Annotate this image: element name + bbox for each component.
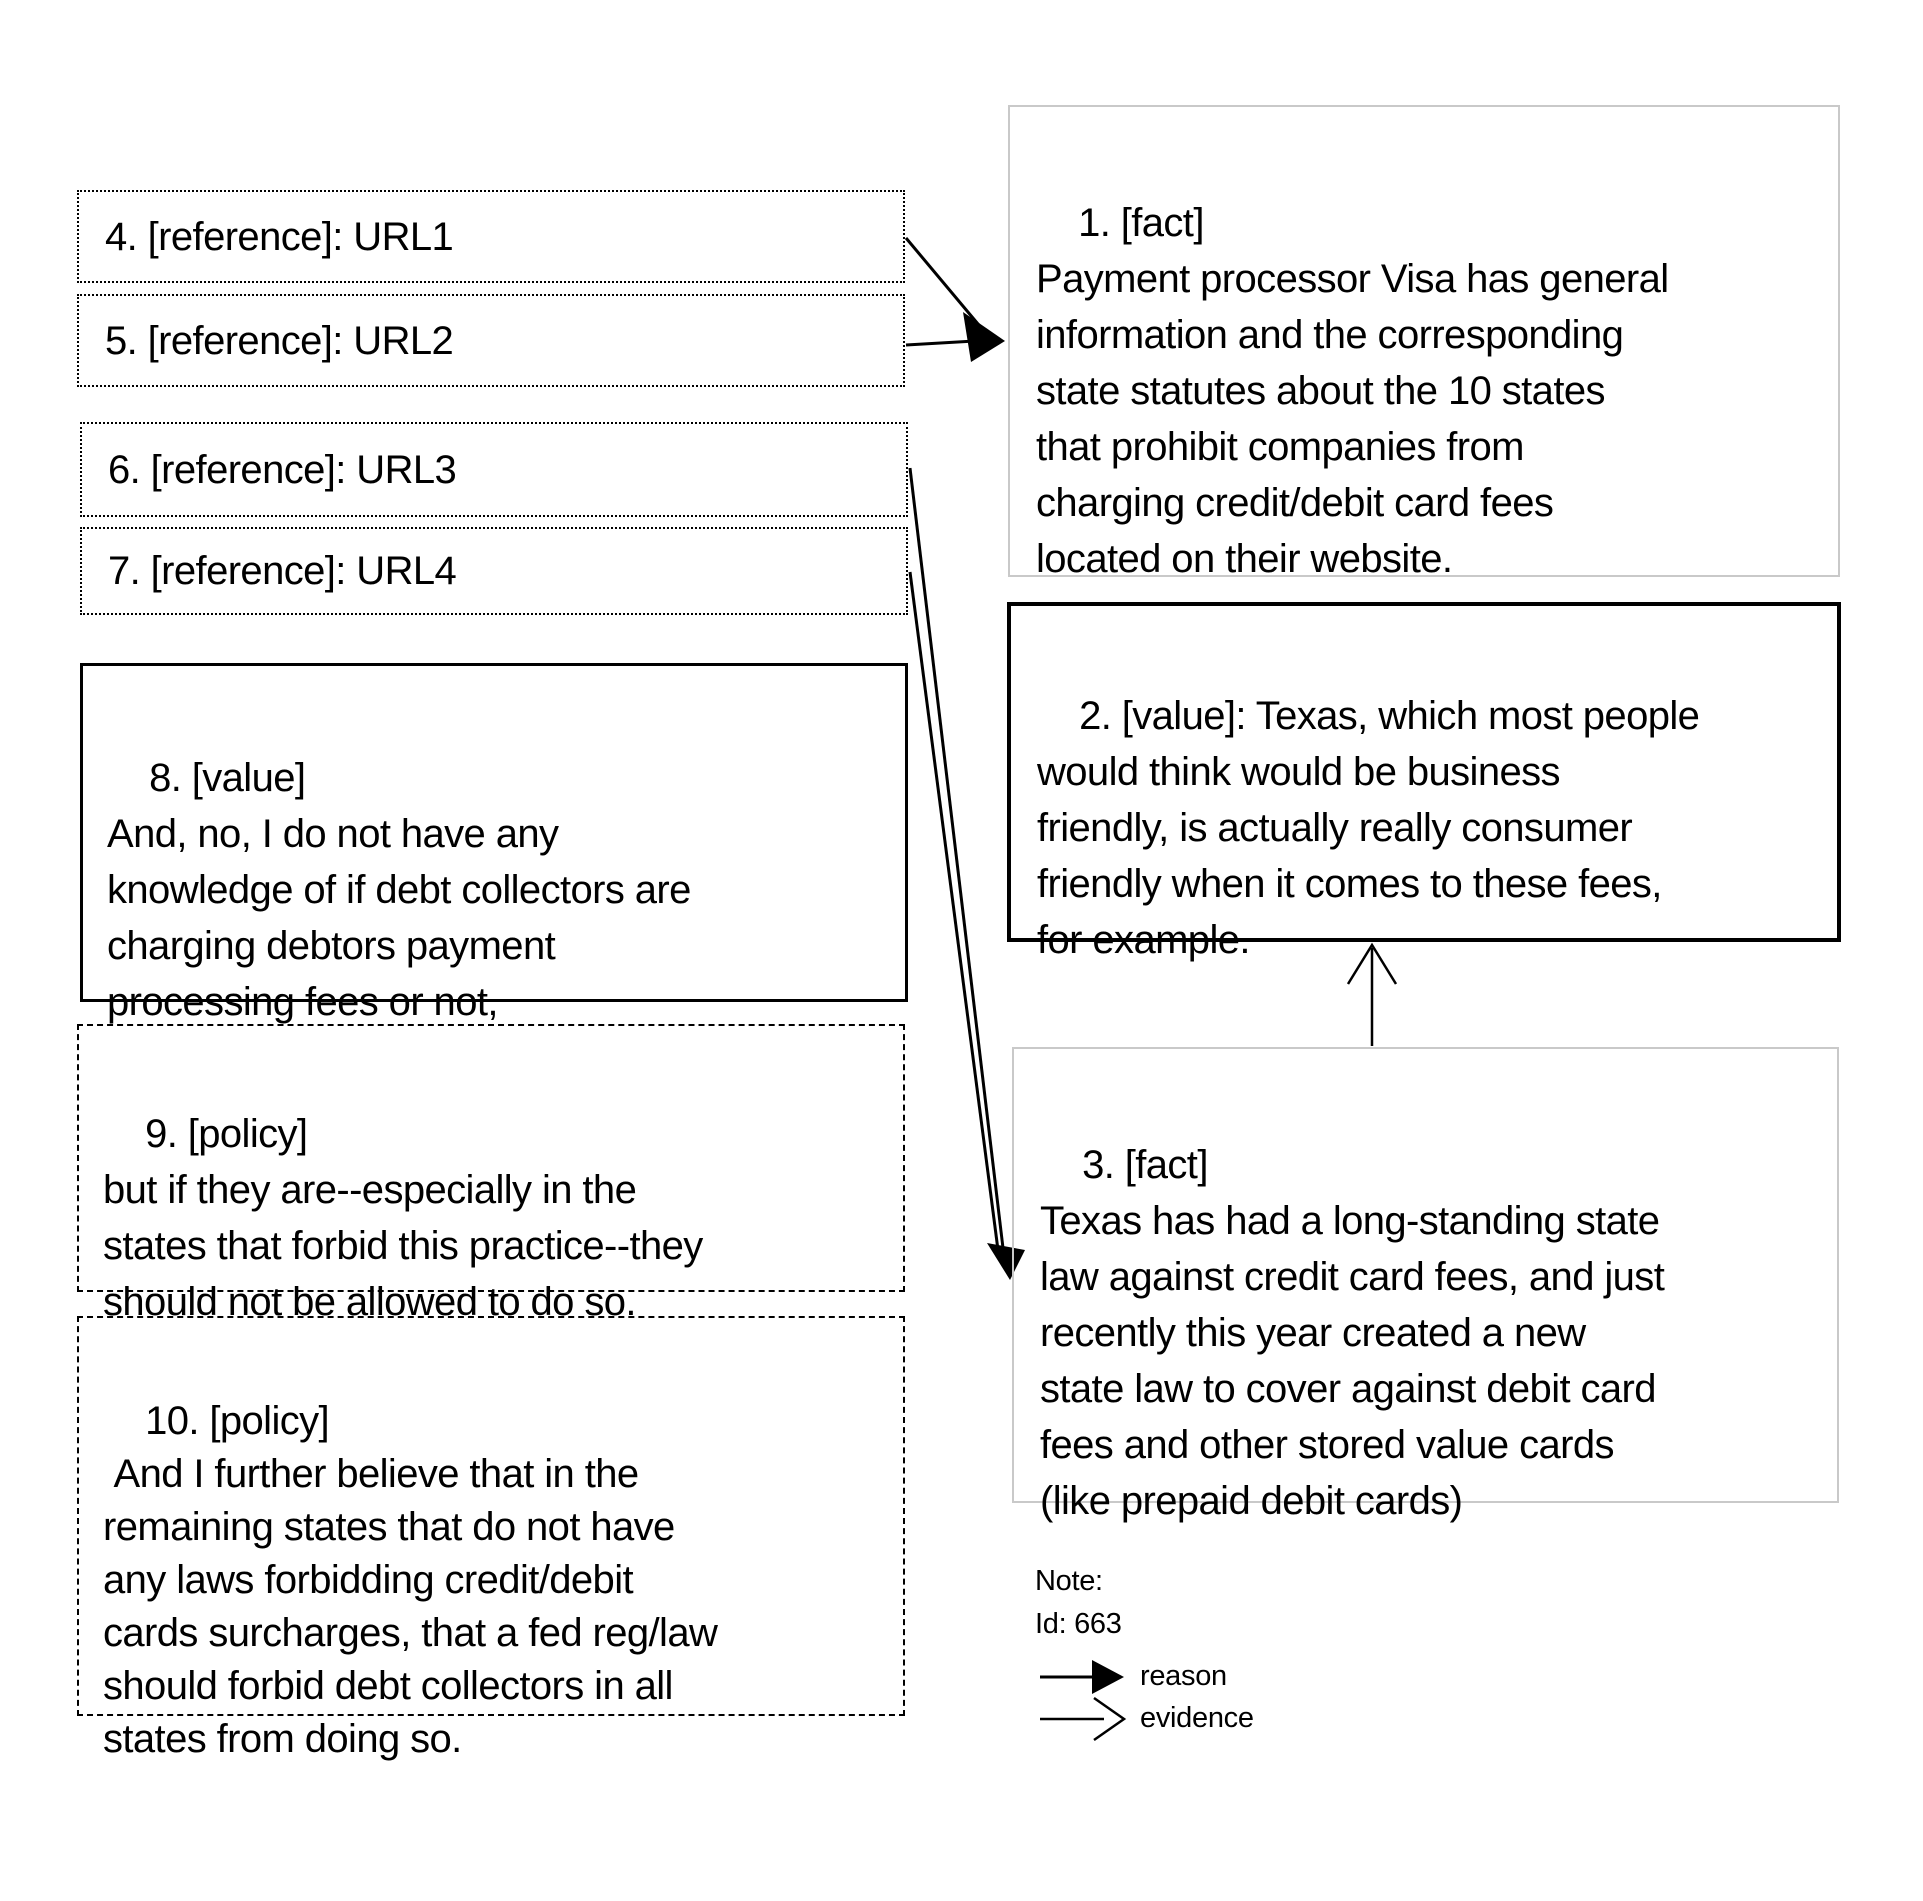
node-9-policy: 9. [policy] but if they are--especially … xyxy=(77,1024,905,1324)
node-4-text: 4. [reference]: URL1 xyxy=(105,214,454,259)
node-9-text: 9. [policy] but if they are--especially … xyxy=(103,1112,703,1324)
reason-line-ref5 xyxy=(905,339,976,347)
node-8-text: 8. [value] And, no, I do not have any kn… xyxy=(107,756,691,1024)
reason-line-ref7 xyxy=(908,571,1000,1251)
reason-line-ref4 xyxy=(904,237,985,331)
legend-reason-label: reason xyxy=(1140,1660,1227,1692)
legend-evidence-label: evidence xyxy=(1140,1702,1254,1734)
node-10-text: 10. [policy] And I further believe that … xyxy=(103,1399,718,1761)
node-3-fact: 3. [fact] Texas has had a long-standing … xyxy=(1012,1047,1839,1523)
reason-arrow-refs4-5-to-fact1 xyxy=(904,237,1005,362)
note-label: Note: xyxy=(1035,1565,1103,1597)
evidence-arrowhead-open xyxy=(1346,942,1398,985)
node-1-fact: 1. [fact] Payment processor Visa has gen… xyxy=(1008,105,1840,581)
node-10-policy: 10. [policy] And I further believe that … xyxy=(77,1316,905,1761)
evidence-arrow-fact3-to-value2 xyxy=(1346,942,1398,1046)
legend-evidence-arrow-icon xyxy=(1040,1696,1127,1742)
node-5-reference: 5. [reference]: URL2 xyxy=(77,294,905,387)
legend-evidence-head xyxy=(1093,1696,1127,1742)
note-id: Id: 663 xyxy=(1035,1608,1122,1640)
reason-arrowhead-into-fact3 xyxy=(987,1243,1025,1280)
legend-reason-head xyxy=(1092,1660,1124,1694)
note-block: Note: Id: 663 xyxy=(1035,1560,1122,1646)
reason-line-ref6 xyxy=(908,467,1005,1249)
node-1-text: 1. [fact] Payment processor Visa has gen… xyxy=(1036,201,1669,581)
node-6-text: 6. [reference]: URL3 xyxy=(108,447,457,492)
node-7-reference: 7. [reference]: URL4 xyxy=(80,527,908,615)
node-4-reference: 4. [reference]: URL1 xyxy=(77,190,905,283)
node-3-text: 3. [fact] Texas has had a long-standing … xyxy=(1040,1143,1665,1523)
node-8-value: 8. [value] And, no, I do not have any kn… xyxy=(80,663,908,1024)
legend-reason-arrow-icon xyxy=(1040,1660,1124,1694)
node-7-text: 7. [reference]: URL4 xyxy=(108,549,457,593)
reason-arrowhead-into-fact1 xyxy=(963,312,1005,362)
node-2-value: 2. [value]: Texas, which most people wou… xyxy=(1007,602,1841,962)
node-6-reference: 6. [reference]: URL3 xyxy=(80,422,908,517)
node-5-text: 5. [reference]: URL2 xyxy=(105,318,454,363)
node-2-text: 2. [value]: Texas, which most people wou… xyxy=(1037,694,1700,962)
reason-arrow-refs6-7-to-fact3 xyxy=(908,467,1025,1280)
